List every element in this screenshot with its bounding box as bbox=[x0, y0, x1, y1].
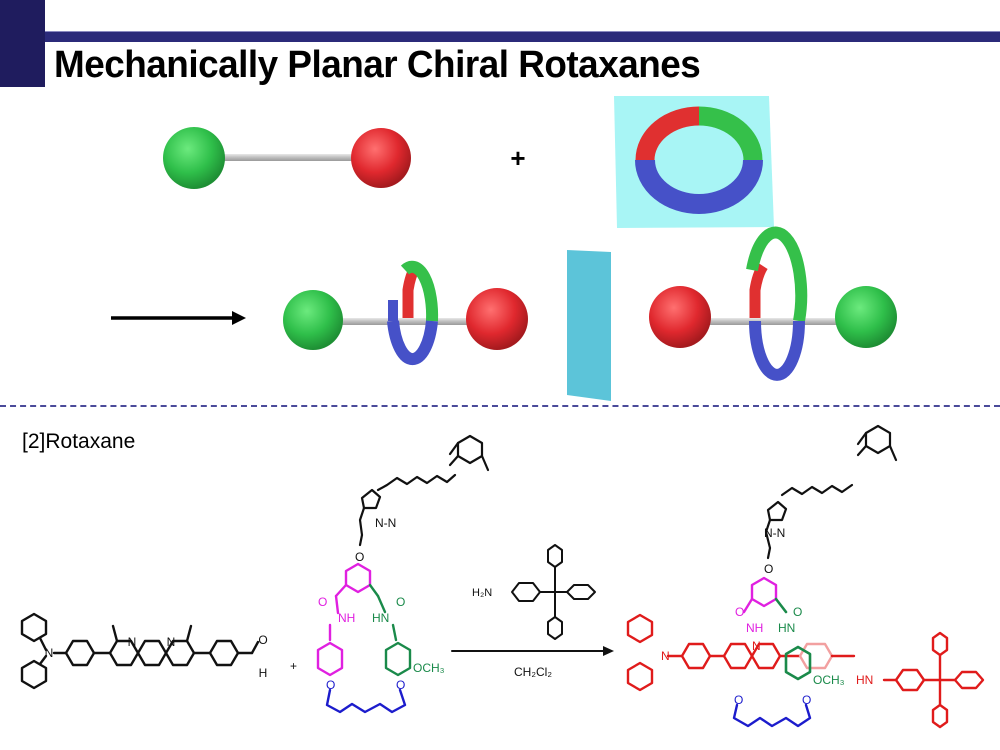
ring-blue-segment bbox=[387, 320, 438, 366]
atom-label: N bbox=[167, 635, 176, 649]
dumbbell-axle bbox=[163, 127, 411, 189]
oriented-macrocycle bbox=[614, 96, 774, 228]
plus-sign: + bbox=[290, 659, 297, 673]
header-rule bbox=[45, 32, 1000, 42]
green-stopper-sphere bbox=[835, 286, 897, 348]
amide-label: NH bbox=[746, 621, 763, 635]
atom-label: H bbox=[259, 666, 268, 680]
atom-label: N bbox=[45, 646, 54, 660]
reaction-arrow bbox=[111, 311, 246, 325]
methoxy-label: OCH₃ bbox=[413, 661, 445, 675]
atom-label: O bbox=[355, 550, 364, 564]
ring-blue-segment bbox=[635, 159, 763, 214]
atom-label: O bbox=[396, 595, 405, 609]
amine-label: H₂N bbox=[472, 587, 492, 599]
atom-label: O bbox=[735, 605, 744, 619]
green-stopper-sphere bbox=[283, 290, 343, 350]
synthesis-arrow bbox=[451, 646, 614, 656]
ring-green-segment bbox=[746, 226, 808, 323]
axle-rod bbox=[215, 154, 360, 161]
atom-label: N-N bbox=[375, 516, 396, 530]
atom-label: O bbox=[802, 693, 811, 707]
ring-blue-segment bbox=[749, 320, 805, 381]
atom-label: O bbox=[326, 678, 335, 692]
rotaxane-enantiomer-b bbox=[649, 226, 897, 381]
phenylene-ring bbox=[64, 639, 96, 667]
amide-label: NH bbox=[338, 611, 355, 625]
atom-label: O bbox=[734, 693, 743, 707]
ring-green-segment bbox=[698, 106, 763, 161]
reagent-tritylaniline bbox=[511, 544, 596, 640]
compound-phenanthroline-aldehyde bbox=[20, 612, 260, 690]
ring-red-segment bbox=[635, 106, 700, 161]
isophthalamide-right bbox=[368, 583, 412, 677]
atom-label: O bbox=[793, 605, 802, 619]
amide-label: HN bbox=[372, 611, 389, 625]
phenyl-ring bbox=[20, 612, 48, 643]
solvent-label: CH₂Cl₂ bbox=[514, 665, 552, 679]
atom-label: N bbox=[128, 635, 137, 649]
axle-rod bbox=[690, 318, 855, 325]
ring-green-segment bbox=[400, 260, 439, 322]
glycol-chain bbox=[732, 703, 812, 728]
axle-rod bbox=[330, 318, 485, 325]
slide-accent-bar bbox=[0, 0, 45, 87]
red-stopper-sphere bbox=[466, 288, 528, 350]
atom-label: N bbox=[752, 639, 761, 653]
glycol-chain bbox=[325, 688, 407, 714]
plus-sign: + bbox=[510, 143, 525, 173]
rotaxane-enantiomer-a bbox=[283, 260, 528, 366]
phthalimide-stopper bbox=[358, 434, 490, 547]
compound-macrocycle: N-N O O NH O HN OCH₃ O O bbox=[316, 434, 490, 714]
section-divider bbox=[0, 405, 1000, 407]
section-label: [2]Rotaxane bbox=[22, 430, 136, 453]
product-rotaxane: N N HN O O NH O HN OCH₃ N-N O O bbox=[626, 424, 985, 729]
green-stopper-sphere bbox=[163, 127, 225, 189]
atom-label: O bbox=[764, 562, 773, 576]
slide-title: Mechanically Planar Chiral Rotaxanes bbox=[54, 44, 701, 86]
atom-label: O bbox=[318, 595, 327, 609]
central-ring bbox=[136, 639, 168, 667]
amide-label: HN bbox=[778, 621, 795, 635]
phthalimide-stopper bbox=[764, 424, 898, 560]
ring-red-segment bbox=[749, 263, 768, 318]
atom-label: O bbox=[258, 633, 267, 647]
atom-label: N-N bbox=[764, 526, 785, 540]
red-stopper-sphere bbox=[649, 286, 711, 348]
benzaldehyde-ring bbox=[208, 639, 240, 667]
phenyl-ring bbox=[20, 659, 48, 690]
amine-label: HN bbox=[856, 673, 873, 687]
red-stopper-sphere bbox=[351, 128, 411, 188]
mirror-plane bbox=[567, 250, 611, 401]
atom-label: O bbox=[396, 678, 405, 692]
cartoon-illustration: + bbox=[111, 96, 897, 401]
product-axle bbox=[626, 613, 985, 729]
atom-label: N bbox=[661, 649, 670, 663]
methoxy-label: OCH₃ bbox=[813, 673, 845, 687]
